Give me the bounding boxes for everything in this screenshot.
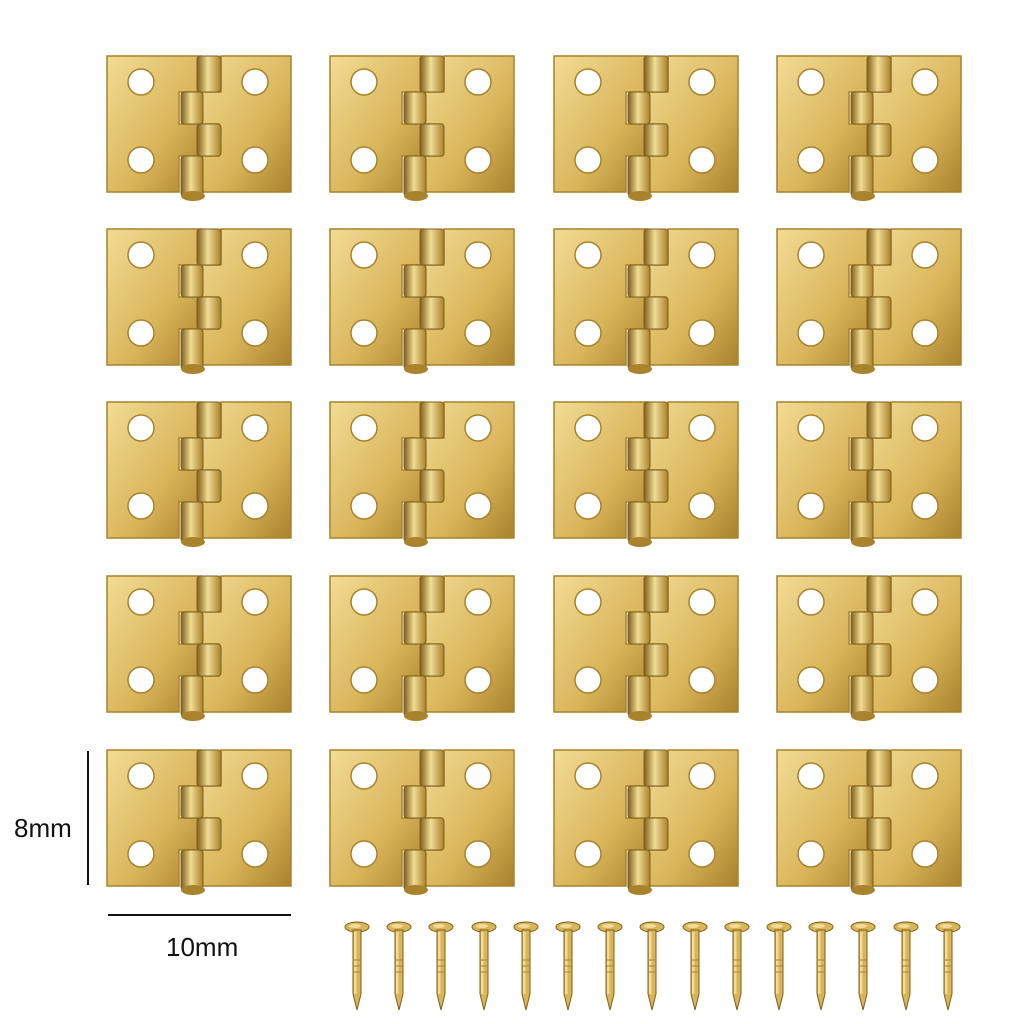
hinge-item	[328, 225, 518, 375]
hinge-item	[105, 746, 295, 896]
nail-item	[555, 920, 581, 1012]
nail-item	[513, 920, 539, 1012]
hinge-item	[552, 572, 742, 722]
hinge-item	[552, 746, 742, 896]
nail-item	[766, 920, 792, 1012]
hinge-item	[105, 572, 295, 722]
hinge-item	[775, 746, 965, 896]
nail-item	[639, 920, 665, 1012]
nail-item	[893, 920, 919, 1012]
nail-item	[808, 920, 834, 1012]
nail-item	[471, 920, 497, 1012]
nail-item	[386, 920, 412, 1012]
nail-item	[935, 920, 961, 1012]
nail-item	[597, 920, 623, 1012]
hinge-item	[552, 398, 742, 548]
nail-item	[724, 920, 750, 1012]
width-dimension-label: 10mm	[166, 932, 239, 962]
nail-item	[850, 920, 876, 1012]
hinge-item	[328, 746, 518, 896]
hinge-item	[105, 52, 295, 202]
nail-item	[428, 920, 454, 1012]
hinge-item	[775, 225, 965, 375]
nail-item	[344, 920, 370, 1012]
hinge-item	[552, 52, 742, 202]
hinge-item	[552, 225, 742, 375]
hinge-item	[775, 52, 965, 202]
hinge-item	[105, 225, 295, 375]
height-dimension-line	[87, 751, 89, 885]
nail-item	[682, 920, 708, 1012]
height-dimension-label: 8mm	[14, 813, 72, 843]
hinge-item	[328, 572, 518, 722]
hinge-item	[105, 398, 295, 548]
hinge-item	[775, 572, 965, 722]
width-dimension-line	[108, 914, 291, 916]
hinge-item	[328, 52, 518, 202]
hinge-item	[328, 398, 518, 548]
hinge-item	[775, 398, 965, 548]
